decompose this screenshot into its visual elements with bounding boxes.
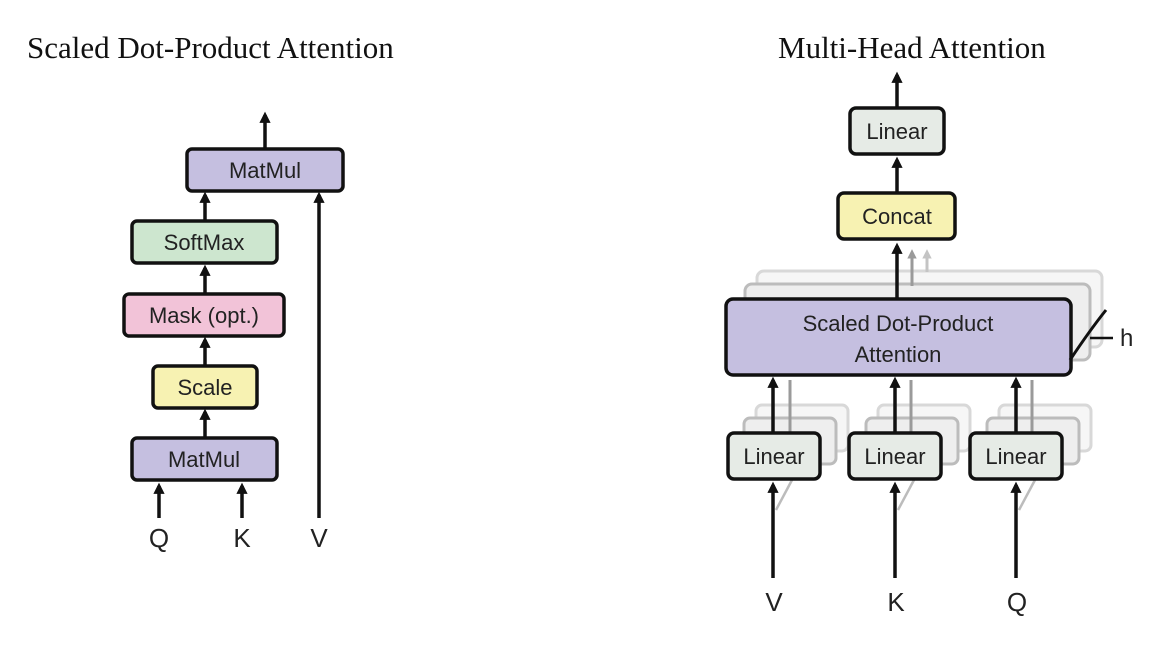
mask-block: Mask (opt.) [122, 292, 286, 338]
attention-label-line1: Scaled Dot-Product [803, 311, 994, 336]
input-k-label: K [233, 523, 251, 553]
linear-top-block: Linear [848, 106, 946, 156]
multi-head-attention-diagram: Scaled Dot-Product Attention h [724, 71, 1133, 617]
mh-input-q-label: Q [1007, 587, 1027, 617]
linear-k-label: Linear [864, 444, 925, 469]
linear-k-block: Linear [847, 431, 943, 481]
softmax-label: SoftMax [164, 230, 245, 255]
matmul-bottom-label: MatMul [168, 447, 240, 472]
input-q-label: Q [149, 523, 169, 553]
linear-v-label: Linear [743, 444, 804, 469]
title-multi-head-attention: Multi-Head Attention [778, 30, 1046, 65]
heads-bracket: h [1068, 309, 1133, 361]
matmul-top-label: MatMul [229, 158, 301, 183]
linear-q-block: Linear [968, 431, 1064, 481]
concat-label: Concat [862, 204, 932, 229]
softmax-block: SoftMax [130, 219, 279, 265]
scale-block: Scale [151, 364, 259, 410]
scaled-dot-product-attention-diagram: MatMul SoftMax Mask (opt.) Scale MatMul … [122, 111, 345, 553]
mh-input-k-label: K [887, 587, 905, 617]
input-k-fanout [896, 479, 916, 511]
scale-label: Scale [177, 375, 232, 400]
linear-q-label: Linear [985, 444, 1046, 469]
concat-block: Concat [836, 191, 957, 241]
linear-top-label: Linear [866, 119, 927, 144]
input-v-label: V [310, 523, 328, 553]
input-v-fanout [774, 479, 794, 511]
attention-label-line2: Attention [855, 342, 942, 367]
linear-v-block: Linear [726, 431, 822, 481]
heads-bracket-line [1068, 309, 1108, 361]
mh-input-v-label: V [765, 587, 783, 617]
title-scaled-dot-product-attention: Scaled Dot-Product Attention [27, 30, 394, 65]
heads-label: h [1120, 325, 1133, 352]
matmul-bottom-block: MatMul [130, 436, 279, 482]
input-q-fanout [1017, 479, 1037, 511]
mask-label: Mask (opt.) [149, 303, 259, 328]
scaled-dot-product-attention-block: Scaled Dot-Product Attention [724, 297, 1073, 377]
matmul-top-block: MatMul [185, 147, 345, 193]
